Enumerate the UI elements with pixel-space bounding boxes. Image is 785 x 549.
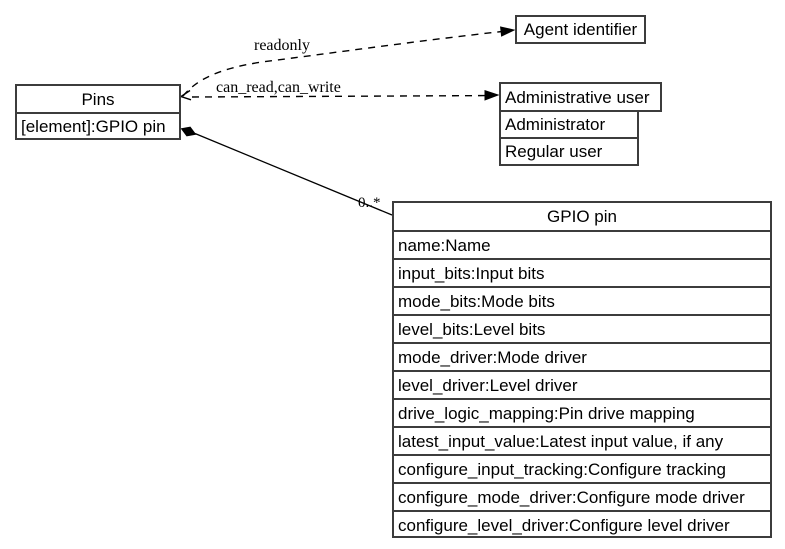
composition-diamond (180, 126, 197, 137)
class-node-gpio-pin: GPIO pin name:Name input_bits:Input bits… (392, 201, 772, 538)
gpio-pin-attribute: drive_logic_mapping:Pin drive mapping (394, 398, 770, 426)
administrative-user-option-label: Administrator (505, 115, 606, 134)
can-read-write-edge-arrowhead (484, 90, 500, 101)
composition-multiplicity-label: 0..* (358, 195, 381, 211)
gpio-pin-attribute: name:Name (394, 230, 770, 258)
can-read-write-edge-label: can_read,can_write (216, 79, 341, 96)
pins-vee-arrowhead (179, 89, 192, 101)
gpio-pin-attribute: level_driver:Level driver (394, 370, 770, 398)
pins-title: Pins (81, 89, 115, 109)
gpio-pin-attribute: configure_input_tracking:Configure track… (394, 454, 770, 482)
gpio-pin-attribute: mode_driver:Mode driver (394, 342, 770, 370)
gpio-pin-attribute: configure_level_driver:Configure level d… (394, 510, 770, 538)
agent-identifier-title: Agent identifier (523, 20, 638, 39)
class-node-pins: Pins [element]:GPIO pin (15, 84, 181, 140)
gpio-pin-attribute: input_bits:Input bits (394, 258, 770, 286)
gpio-pin-title: GPIO pin (547, 207, 617, 226)
readonly-edge-arrowhead (500, 26, 516, 37)
gpio-pin-attribute: configure_mode_driver:Configure mode dri… (394, 482, 770, 510)
readonly-edge-label: readonly (254, 37, 310, 54)
class-node-agent-identifier: Agent identifier (515, 15, 646, 44)
administrative-user-option-administrator: Administrator (499, 110, 639, 139)
pins-attribute: [element]:GPIO pin (17, 112, 179, 138)
administrative-user-title: Administrative user (505, 87, 650, 107)
administrative-user-option-label: Regular user (505, 142, 603, 161)
gpio-pin-attribute: latest_input_value:Latest input value, i… (394, 426, 770, 454)
gpio-pin-attribute: mode_bits:Mode bits (394, 286, 770, 314)
gpio-pin-attribute: level_bits:Level bits (394, 314, 770, 342)
administrative-user-option-regular-user: Regular user (499, 137, 639, 166)
class-node-administrative-user: Administrative user (499, 82, 662, 112)
